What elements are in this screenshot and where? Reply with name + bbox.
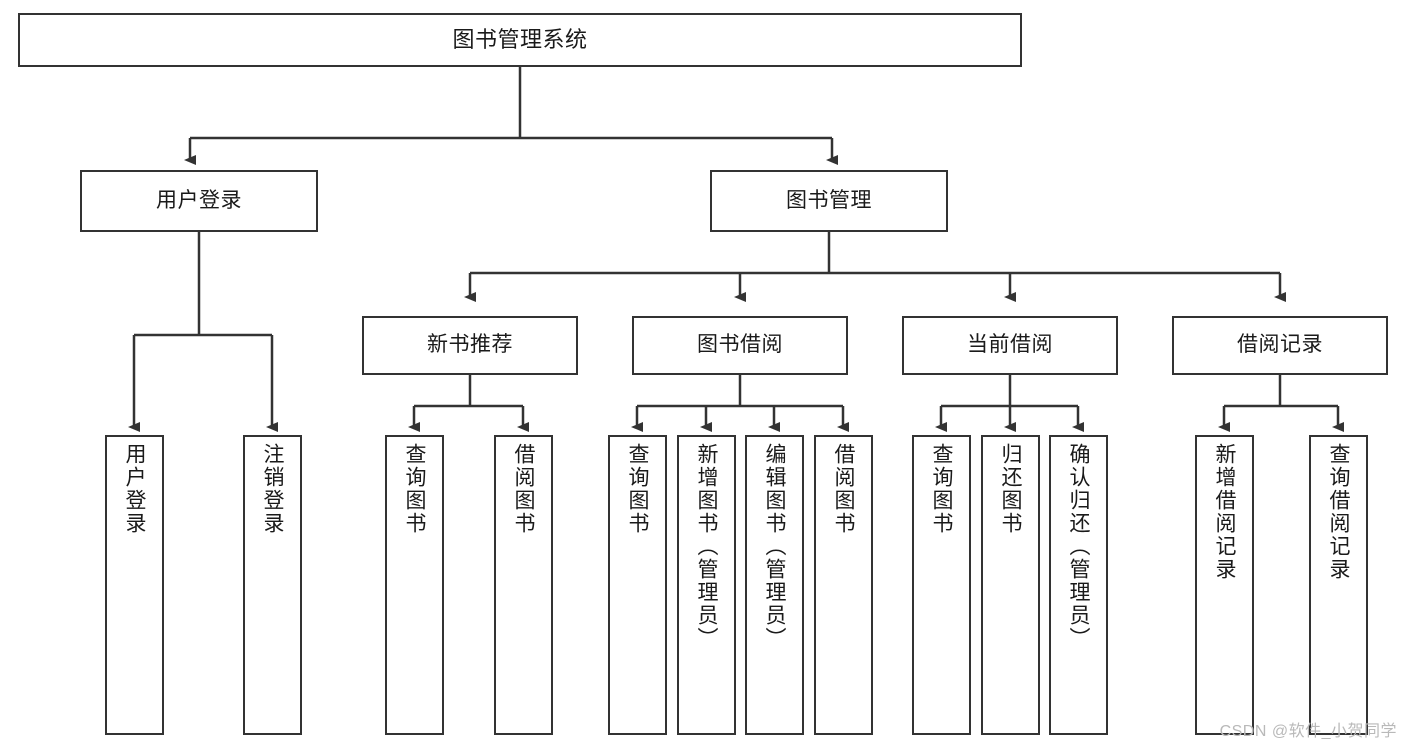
node-leaf-borrow-book-2-label: 借阅图书: [832, 443, 856, 535]
node-leaf-return-book[interactable]: 归还图书: [981, 435, 1040, 735]
node-leaf-return-book-label: 归还图书: [999, 443, 1023, 535]
node-leaf-query-book-2[interactable]: 查询图书: [608, 435, 667, 735]
node-new-book-recommend[interactable]: 新书推荐: [362, 316, 578, 375]
node-leaf-confirm-return[interactable]: 确认归还（管理员）: [1049, 435, 1108, 735]
node-new-book-recommend-label: 新书推荐: [427, 333, 513, 357]
node-leaf-add-book-label: 新增图书（管理员）: [695, 443, 719, 650]
watermark-text: CSDN @软件_小贺同学: [1219, 723, 1397, 740]
node-current-borrow-label: 当前借阅: [967, 333, 1053, 357]
node-leaf-edit-book-label: 编辑图书（管理员）: [763, 443, 787, 650]
node-leaf-borrow-book-1-label: 借阅图书: [512, 443, 536, 535]
node-current-borrow[interactable]: 当前借阅: [902, 316, 1118, 375]
node-leaf-borrow-book-1[interactable]: 借阅图书: [494, 435, 553, 735]
node-leaf-query-record-label: 查询借阅记录: [1327, 443, 1351, 581]
node-leaf-query-book-1-label: 查询图书: [403, 443, 427, 535]
node-root[interactable]: 图书管理系统: [18, 13, 1022, 67]
node-book-manage[interactable]: 图书管理: [710, 170, 948, 232]
node-book-borrow[interactable]: 图书借阅: [632, 316, 848, 375]
node-leaf-query-book-1[interactable]: 查询图书: [385, 435, 444, 735]
node-leaf-add-book[interactable]: 新增图书（管理员）: [677, 435, 736, 735]
node-leaf-logout-login-label: 注销登录: [261, 443, 285, 535]
node-leaf-query-book-2-label: 查询图书: [626, 443, 650, 535]
node-leaf-query-book-3-label: 查询图书: [930, 443, 954, 535]
node-root-label: 图书管理系统: [452, 27, 588, 53]
node-leaf-add-record-label: 新增借阅记录: [1213, 443, 1237, 581]
node-leaf-user-login-label: 用户登录: [123, 443, 147, 535]
node-leaf-confirm-return-label: 确认归还（管理员）: [1067, 443, 1091, 650]
node-leaf-query-book-3[interactable]: 查询图书: [912, 435, 971, 735]
node-borrow-record-label: 借阅记录: [1237, 333, 1323, 357]
node-user-login[interactable]: 用户登录: [80, 170, 318, 232]
node-leaf-query-record[interactable]: 查询借阅记录: [1309, 435, 1368, 735]
node-leaf-logout-login[interactable]: 注销登录: [243, 435, 302, 735]
node-leaf-edit-book[interactable]: 编辑图书（管理员）: [745, 435, 804, 735]
node-book-borrow-label: 图书借阅: [697, 333, 783, 357]
node-leaf-user-login[interactable]: 用户登录: [105, 435, 164, 735]
node-user-login-label: 用户登录: [156, 188, 242, 212]
node-leaf-add-record[interactable]: 新增借阅记录: [1195, 435, 1254, 735]
node-leaf-borrow-book-2[interactable]: 借阅图书: [814, 435, 873, 735]
node-borrow-record[interactable]: 借阅记录: [1172, 316, 1388, 375]
node-book-manage-label: 图书管理: [786, 188, 872, 212]
